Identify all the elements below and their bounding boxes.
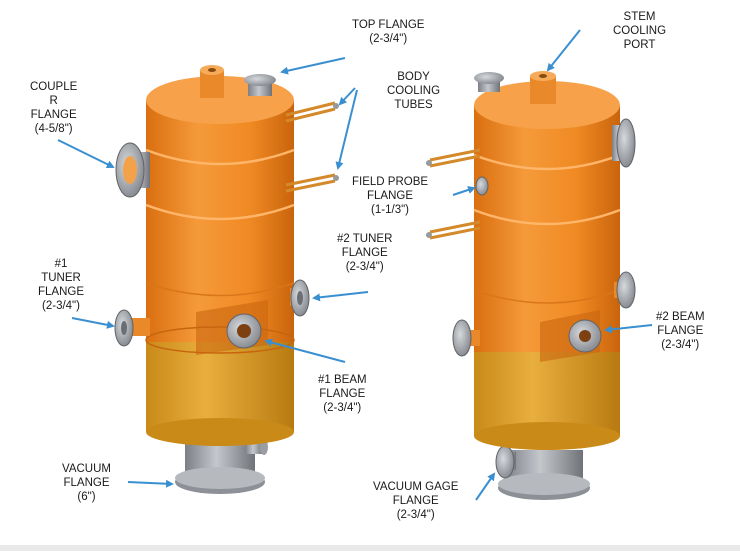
label-line: (2-3/4") bbox=[369, 33, 408, 45]
label-line: #2 BEAM bbox=[656, 311, 705, 323]
arrow-stem-cooling-port bbox=[546, 29, 581, 72]
right-beam2-flange bbox=[568, 319, 602, 353]
label-line: (2-3/4") bbox=[42, 300, 80, 312]
label-line: FLANGE bbox=[319, 388, 366, 400]
left-cavity bbox=[114, 65, 339, 494]
arrow-beam1-flange bbox=[264, 338, 346, 363]
label-stem-cooling-port: STEM COOLING PORT bbox=[613, 10, 666, 52]
callout-arrows bbox=[57, 29, 653, 501]
label-beam1-flange: #1 BEAM FLANGE (2-3/4") bbox=[318, 373, 367, 415]
label-line: STEM bbox=[623, 11, 656, 23]
left-coupler-flange bbox=[115, 142, 150, 198]
label-line: TUBES bbox=[394, 99, 433, 111]
label-body-cooling-tubes: BODY COOLING TUBES bbox=[387, 70, 440, 112]
label-line: #1 BEAM bbox=[318, 374, 367, 386]
label-line: VACUUM GAGE bbox=[373, 481, 459, 493]
label-line: TUNER bbox=[41, 272, 81, 284]
arrow-vacuum-flange bbox=[127, 479, 174, 488]
label-line: FLANGE bbox=[657, 325, 704, 337]
label-vacuum-gage-flange: VACUUM GAGE FLANGE (2-3/4") bbox=[373, 480, 458, 522]
arrow-body-cooling-tube-1 bbox=[338, 87, 356, 106]
label-line: BODY bbox=[397, 71, 430, 83]
arrow-tuner2-flange bbox=[312, 291, 369, 302]
left-beam1-flange bbox=[226, 313, 262, 349]
label-line: (6") bbox=[77, 491, 96, 503]
label-field-probe-flange: FIELD PROBE FLANGE (1-1/3") bbox=[352, 175, 428, 217]
label-line: TOP FLANGE bbox=[352, 19, 425, 31]
label-top-flange: TOP FLANGE (2-3/4") bbox=[352, 18, 424, 46]
label-vacuum-flange: VACUUM FLANGE (6") bbox=[62, 462, 111, 504]
label-tuner1-flange: #1 TUNER FLANGE (2-3/4") bbox=[38, 257, 84, 313]
label-coupler-flange: COUPLE R FLANGE (4-5/8") bbox=[30, 80, 77, 136]
label-line: (2-3/4") bbox=[661, 339, 700, 351]
bottom-border bbox=[0, 545, 740, 551]
label-line: FLANGE bbox=[63, 477, 110, 489]
arrow-tuner1-flange bbox=[71, 317, 115, 329]
label-line: (2-3/4") bbox=[396, 509, 435, 521]
arrow-coupler-flange bbox=[57, 139, 115, 168]
label-line: COUPLE bbox=[30, 81, 78, 93]
left-lower-section bbox=[146, 340, 294, 432]
arrow-vacuum-gage-flange bbox=[475, 472, 496, 501]
left-top-flange bbox=[244, 74, 276, 86]
label-line: FIELD PROBE bbox=[352, 176, 429, 188]
left-body-cooling-tubes bbox=[285, 101, 339, 193]
left-body bbox=[146, 100, 294, 342]
label-line: #1 bbox=[54, 258, 68, 270]
left-tuner2-flange bbox=[290, 279, 310, 317]
right-field-probe-flange bbox=[475, 176, 489, 196]
arrow-top-flange bbox=[280, 57, 346, 75]
arrow-field-probe-flange bbox=[452, 186, 476, 196]
label-beam2-flange: #2 BEAM FLANGE (2-3/4") bbox=[656, 310, 705, 352]
label-line: COOLING bbox=[613, 25, 667, 37]
right-cavity bbox=[426, 71, 636, 500]
label-line: FLANGE bbox=[392, 495, 439, 507]
label-line: R bbox=[49, 95, 58, 107]
right-body-cooling-tubes bbox=[426, 148, 481, 240]
label-line: #2 TUNER bbox=[337, 233, 393, 245]
label-line: FLANGE bbox=[30, 109, 77, 121]
label-tuner2-flange: #2 TUNER FLANGE (2-3/4") bbox=[337, 232, 392, 274]
label-line: PORT bbox=[623, 39, 656, 51]
right-vacuum-gage-flange bbox=[495, 445, 516, 479]
label-line: (2-3/4") bbox=[323, 402, 362, 414]
arrow-body-cooling-tube-2 bbox=[335, 89, 358, 170]
label-line: (1-1/3") bbox=[371, 204, 410, 216]
label-line: (2-3/4") bbox=[345, 261, 384, 273]
arrow-beam2-flange bbox=[604, 324, 653, 334]
left-tuner1-flange bbox=[114, 309, 150, 347]
label-line: VACUUM bbox=[62, 463, 111, 475]
label-line: FLANGE bbox=[38, 286, 85, 298]
label-line: (4-5/8") bbox=[34, 123, 73, 135]
label-line: FLANGE bbox=[367, 190, 414, 202]
label-line: COOLING bbox=[387, 85, 441, 97]
label-line: FLANGE bbox=[341, 247, 388, 259]
